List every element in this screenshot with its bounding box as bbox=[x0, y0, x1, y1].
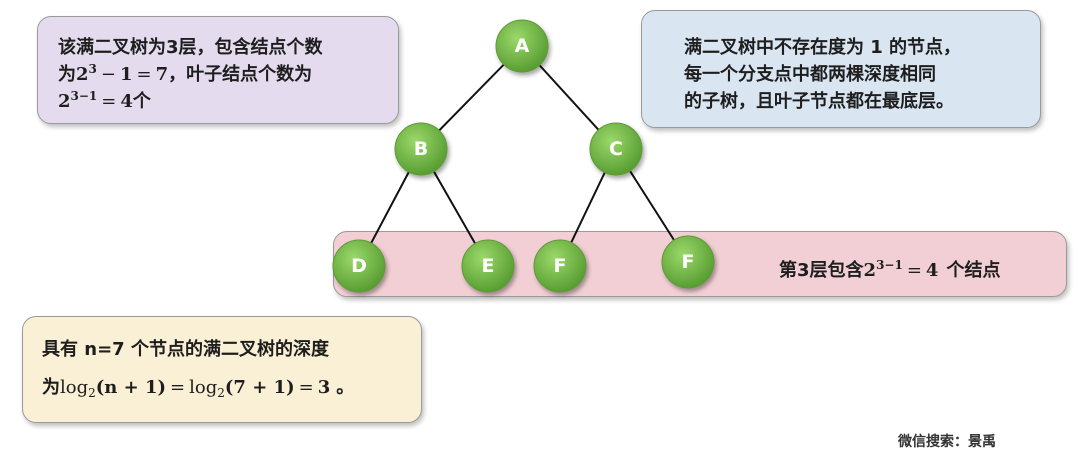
log-argument-7: (7 + 1) bbox=[224, 377, 295, 398]
node-label: F bbox=[554, 255, 567, 277]
log-function: log bbox=[60, 377, 89, 398]
tree-node-a: A bbox=[495, 19, 549, 73]
log-base: 2 bbox=[88, 386, 96, 400]
leaf-power-exponent: 3−1 bbox=[70, 89, 98, 103]
formula-equals-2: = bbox=[298, 377, 314, 398]
node-label: F bbox=[682, 251, 695, 273]
node-label: C bbox=[609, 138, 623, 160]
minus-sign: − bbox=[100, 64, 116, 85]
node-label: E bbox=[482, 255, 495, 277]
depth-info-text: 该满二叉树为3层，包含结点个数 为23−1=7，叶子结点个数为 23−1=4个 bbox=[58, 34, 323, 115]
node-circle bbox=[533, 239, 587, 293]
depth-info-line-1: 该满二叉树为3层，包含结点个数 bbox=[58, 37, 323, 58]
node-circle bbox=[589, 122, 643, 176]
leaf-suffix: 个 bbox=[132, 91, 151, 112]
depth-formula-box bbox=[22, 316, 422, 423]
tree-node-b: B bbox=[394, 122, 448, 176]
power-exponent: 3 bbox=[88, 62, 97, 76]
node-label: A bbox=[515, 35, 530, 57]
formula-prefix: 为 bbox=[42, 377, 60, 398]
level-3-text: 第3层包含23−1=4 个结点 bbox=[779, 257, 1000, 284]
node-circle bbox=[332, 239, 386, 293]
tree-nodes: A B C D E F F bbox=[332, 19, 715, 293]
one-value: 1 bbox=[119, 64, 133, 85]
equals-sign: = bbox=[136, 64, 152, 85]
formula-suffix: 。 bbox=[336, 377, 355, 398]
level-prefix: 第3层包含 bbox=[779, 260, 864, 281]
line2-prefix: 为 bbox=[58, 64, 76, 85]
tree-node-c: C bbox=[589, 122, 643, 176]
level-power-base: 2 bbox=[863, 260, 877, 281]
depth-info-box bbox=[37, 16, 399, 124]
node-circle bbox=[661, 235, 715, 289]
depth-info-line-2: 为23−1=7，叶子结点个数为 bbox=[58, 61, 323, 88]
node-count-value: 7 bbox=[155, 64, 169, 85]
log-base-2: 2 bbox=[217, 386, 225, 400]
depth-formula-line-1: 具有 n=7 个节点的满二叉树的深度 bbox=[42, 339, 329, 360]
definition-box bbox=[641, 10, 1041, 128]
leaf-power-base: 2 bbox=[58, 91, 71, 112]
definition-text: 满二叉树中不存在度为 1 的节点， 每一个分支点中都两棵深度相同 的子树，且叶子… bbox=[684, 34, 961, 115]
node-label: D bbox=[351, 255, 367, 277]
node-circle bbox=[394, 122, 448, 176]
line2-suffix: ，叶子结点个数为 bbox=[168, 64, 313, 85]
power-base: 2 bbox=[76, 64, 89, 85]
definition-line-1: 满二叉树中不存在度为 1 的节点， bbox=[684, 37, 962, 58]
definition-line-3: 的子树，且叶子节点都在最底层。 bbox=[684, 91, 954, 112]
tree-node-e: E bbox=[461, 239, 515, 293]
tree-node-f1: F bbox=[533, 239, 587, 293]
level-count-value: 4 bbox=[925, 260, 939, 281]
level-equals-sign: = bbox=[906, 260, 922, 281]
leaf-count-value: 4 bbox=[120, 91, 133, 112]
node-circle bbox=[461, 239, 515, 293]
tree-node-f2: F bbox=[661, 235, 715, 289]
depth-formula-line-2: 为log2(n + 1)=log2(7 + 1)=3。 bbox=[42, 374, 354, 401]
level-power-exponent: 3−1 bbox=[876, 258, 903, 272]
leaf-equals-sign: = bbox=[101, 91, 117, 112]
watermark: 微信搜索：景禹 bbox=[898, 434, 996, 450]
formula-equals-1: = bbox=[170, 377, 186, 398]
depth-value: 3 bbox=[317, 377, 331, 398]
log-function-2: log bbox=[189, 377, 218, 398]
definition-line-2: 每一个分支点中都两棵深度相同 bbox=[684, 64, 936, 85]
depth-info-line-3: 23−1=4个 bbox=[58, 88, 323, 115]
level-suffix: 个结点 bbox=[946, 260, 1001, 281]
tree-node-d: D bbox=[332, 239, 386, 293]
log-argument-n: (n + 1) bbox=[95, 377, 167, 398]
node-label: B bbox=[414, 138, 428, 160]
node-circle bbox=[495, 19, 549, 73]
